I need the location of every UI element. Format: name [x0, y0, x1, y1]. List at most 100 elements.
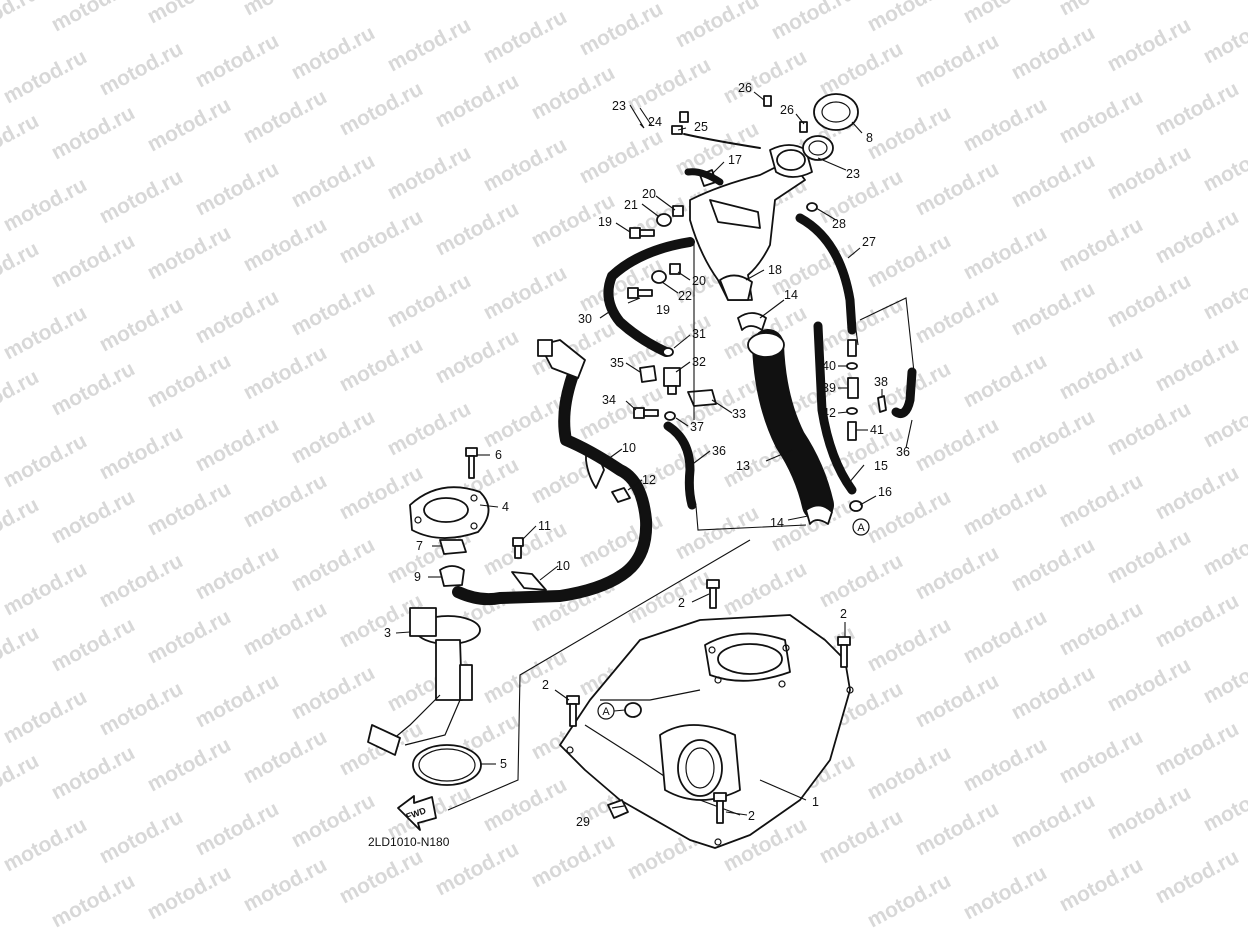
watermark-text: motod.ru: [48, 613, 139, 676]
watermark-text: motod.ru: [1200, 389, 1248, 452]
callout-20-lower: 20: [692, 274, 706, 288]
watermark-text: motod.ru: [960, 221, 1051, 284]
bolt-34: [633, 407, 659, 419]
watermark-text: motod.ru: [1200, 517, 1248, 580]
watermark-text: motod.ru: [960, 861, 1051, 924]
watermark-text: motod.ru: [0, 685, 91, 748]
callout-33: 33: [732, 407, 746, 421]
watermark-text: motod.ru: [864, 229, 955, 292]
watermark-text: motod.ru: [0, 749, 43, 812]
watermark-text: motod.ru: [288, 533, 379, 596]
watermark-text: motod.ru: [144, 0, 235, 28]
watermark-text: motod.ru: [48, 0, 139, 36]
pipe-41: [847, 421, 857, 441]
watermark-text: motod.ru: [0, 557, 91, 620]
watermark-text: motod.ru: [144, 477, 235, 540]
watermark-text: motod.ru: [96, 549, 187, 612]
watermark-text: motod.ru: [240, 597, 331, 660]
valve-32: [663, 367, 681, 395]
watermark-text: motod.ru: [480, 133, 571, 196]
watermark-text: motod.ru: [528, 829, 619, 892]
bolt-19-lower: [627, 287, 653, 299]
watermark-text: motod.ru: [816, 293, 907, 356]
clip-38: [877, 395, 887, 413]
watermark-text: motod.ru: [1104, 269, 1195, 332]
watermark-text: motod.ru: [240, 469, 331, 532]
watermark-text: motod.ru: [240, 0, 331, 20]
watermark-text: motod.ru: [1152, 461, 1243, 524]
watermark-text: motod.ru: [1056, 0, 1147, 20]
watermark-text: motod.ru: [48, 869, 139, 932]
clip-29: [607, 799, 629, 819]
watermark-text: motod.ru: [144, 733, 235, 796]
watermark-text: motod.ru: [1008, 405, 1099, 468]
watermark-text: motod.ru: [0, 813, 91, 876]
watermark-text: motod.ru: [864, 741, 955, 804]
watermark-text: motod.ru: [240, 725, 331, 788]
callout-39: 39: [822, 381, 836, 395]
callout-40: 40: [822, 359, 836, 373]
watermark-text: motod.ru: [1152, 717, 1243, 780]
watermark-text: motod.ru: [912, 285, 1003, 348]
watermark-text: motod.ru: [912, 797, 1003, 860]
assembly-guides: [447, 104, 915, 811]
watermark-text: motod.ru: [672, 0, 763, 52]
watermark-text: motod.ru: [480, 5, 571, 68]
watermark-text: motod.ru: [288, 789, 379, 852]
pipe-40: [847, 339, 857, 357]
watermark-text: motod.ru: [1104, 653, 1195, 716]
watermark-text: motod.ru: [912, 669, 1003, 732]
watermark-text: motod.ru: [576, 509, 667, 572]
watermark-text: motod.ru: [336, 333, 427, 396]
watermark-text: motod.ru: [96, 421, 187, 484]
bolt-2-right: [837, 636, 851, 668]
hose-connector: [537, 339, 586, 379]
callout-30: 30: [578, 312, 592, 326]
ref-marker-a-hose: A: [852, 518, 870, 536]
watermark-text: motod.ru: [432, 69, 523, 132]
watermark-text: motod.ru: [336, 845, 427, 908]
watermark-text: motod.ru: [864, 0, 955, 36]
watermark-text: motod.ru: [1056, 341, 1147, 404]
watermark-text: motod.ru: [144, 861, 235, 924]
screw-24: [671, 125, 683, 135]
watermark-text: motod.ru: [432, 325, 523, 388]
watermark-text: motod.ru: [96, 677, 187, 740]
callout-19-lower: 19: [656, 303, 670, 317]
callout-18: 18: [768, 263, 782, 277]
watermark-text: motod.ru: [864, 613, 955, 676]
bolt-11: [512, 537, 524, 559]
watermark-text: motod.ru: [48, 229, 139, 292]
joint-39: [847, 377, 859, 399]
watermark-text: motod.ru: [1008, 789, 1099, 852]
watermark-text: motod.ru: [288, 277, 379, 340]
fuel-tank: [559, 614, 854, 849]
watermark-text: motod.ru: [96, 805, 187, 868]
watermark-text: motod.ru: [912, 413, 1003, 476]
callout-26-right: 26: [780, 103, 794, 117]
ref-label-tank: A: [602, 706, 610, 718]
watermark-text: motod.ru: [240, 341, 331, 404]
fwd-arrow: FWD: [397, 795, 437, 831]
watermark-text: motod.ru: [144, 605, 235, 668]
watermark-text: motod.ru: [960, 477, 1051, 540]
watermark-text: motod.ru: [960, 349, 1051, 412]
watermark-text: motod.ru: [48, 101, 139, 164]
damper-20-upper: [672, 205, 684, 217]
watermark-text: motod.ru: [192, 541, 283, 604]
callout-16: 16: [878, 485, 892, 499]
callout-19-upper: 19: [598, 215, 612, 229]
watermark-text: motod.ru: [528, 61, 619, 124]
watermark-text: motod.ru: [0, 45, 91, 108]
callout-2-left: 2: [542, 678, 549, 692]
callout-10-lower: 10: [556, 559, 570, 573]
cap-8: [813, 93, 859, 131]
callout-2-right: 2: [840, 607, 847, 621]
callout-11: 11: [538, 519, 551, 533]
nut-12: [611, 487, 631, 503]
bolt-2-top: [706, 579, 720, 609]
watermark-text: motod.ru: [1200, 261, 1248, 324]
clip-28: [806, 202, 818, 212]
